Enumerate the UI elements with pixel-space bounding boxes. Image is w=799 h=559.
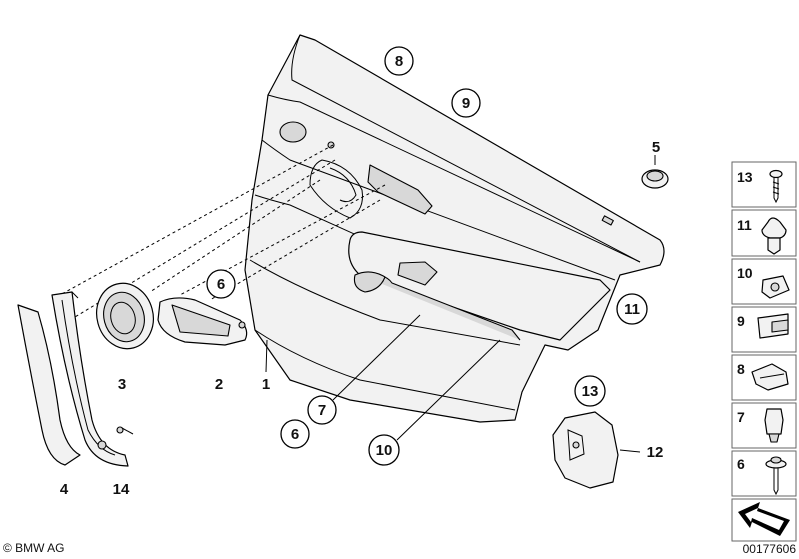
speaker-bracket[interactable] [309, 141, 363, 219]
svg-text:11: 11 [624, 301, 640, 318]
svg-text:10: 10 [376, 442, 393, 459]
screw-icon [769, 169, 783, 204]
door-trim-panel[interactable] [244, 34, 665, 423]
svg-text:13: 13 [737, 169, 753, 185]
sidebar-item-9[interactable]: 9 [731, 306, 797, 353]
svg-text:14: 14 [113, 481, 130, 498]
callout-13: 13 [574, 375, 606, 407]
trim-carrier[interactable] [51, 291, 134, 467]
callout-2: 2 [215, 376, 223, 393]
svg-text:11: 11 [737, 217, 752, 233]
callout-7: 7 [307, 395, 337, 425]
clip-nut-icon [761, 275, 790, 299]
callout-3: 3 [118, 376, 126, 393]
sidebar-item-10[interactable]: 10 [731, 258, 797, 305]
clip-icon [757, 313, 789, 339]
svg-text:8: 8 [737, 361, 745, 377]
svg-text:9: 9 [737, 313, 745, 329]
callout-1: 1 [262, 376, 270, 393]
svg-text:3: 3 [118, 376, 126, 393]
callout-6-bottom: 6 [280, 419, 310, 449]
sidebar-item-13[interactable]: 13 [731, 161, 797, 208]
callout-12: 12 [647, 444, 664, 461]
callout-6-top: 6 [206, 269, 236, 299]
callout-9: 9 [451, 88, 481, 118]
callout-11: 11 [616, 293, 648, 325]
callout-4: 4 [60, 481, 69, 498]
svg-text:13: 13 [582, 383, 599, 400]
sidebar-item-7[interactable]: 7 [731, 402, 797, 449]
svg-text:2: 2 [215, 376, 223, 393]
sidebar-item-8[interactable]: 8 [731, 354, 797, 401]
svg-text:10: 10 [737, 265, 753, 281]
svg-text:1: 1 [262, 376, 270, 393]
diagram-number: 00177606 [743, 542, 797, 556]
callout-14: 14 [113, 481, 130, 498]
svg-text:12: 12 [647, 444, 664, 461]
direction-arrow-box [731, 498, 797, 542]
collar-screw-icon [765, 456, 787, 496]
svg-text:4: 4 [60, 481, 69, 498]
sidebar-item-6[interactable]: 6 [731, 450, 797, 497]
sidebar-legend: 13 11 10 9 [731, 161, 797, 542]
grommet[interactable] [641, 169, 669, 189]
svg-text:7: 7 [318, 402, 326, 419]
callout-10: 10 [368, 434, 400, 466]
callout-5: 5 [652, 139, 660, 156]
bracket-part[interactable] [552, 411, 619, 489]
callout-8: 8 [384, 46, 414, 76]
svg-text:8: 8 [395, 53, 403, 70]
expanding-rivet-icon [761, 217, 787, 255]
svg-text:9: 9 [462, 95, 470, 112]
door-handle[interactable] [157, 297, 248, 346]
retainer-clip-icon [751, 363, 789, 391]
svg-text:6: 6 [217, 276, 225, 293]
svg-text:6: 6 [291, 426, 299, 443]
trim-strip[interactable] [17, 304, 81, 466]
svg-text:6: 6 [737, 456, 745, 472]
svg-text:7: 7 [737, 409, 745, 425]
leader-lines [265, 155, 656, 453]
copyright-label: © BMW AG [3, 541, 65, 555]
speaker[interactable] [89, 277, 160, 355]
plug-clip-icon [764, 408, 784, 443]
sidebar-item-11[interactable]: 11 [731, 209, 797, 257]
svg-text:5: 5 [652, 139, 660, 156]
arrow-icon [738, 502, 790, 536]
